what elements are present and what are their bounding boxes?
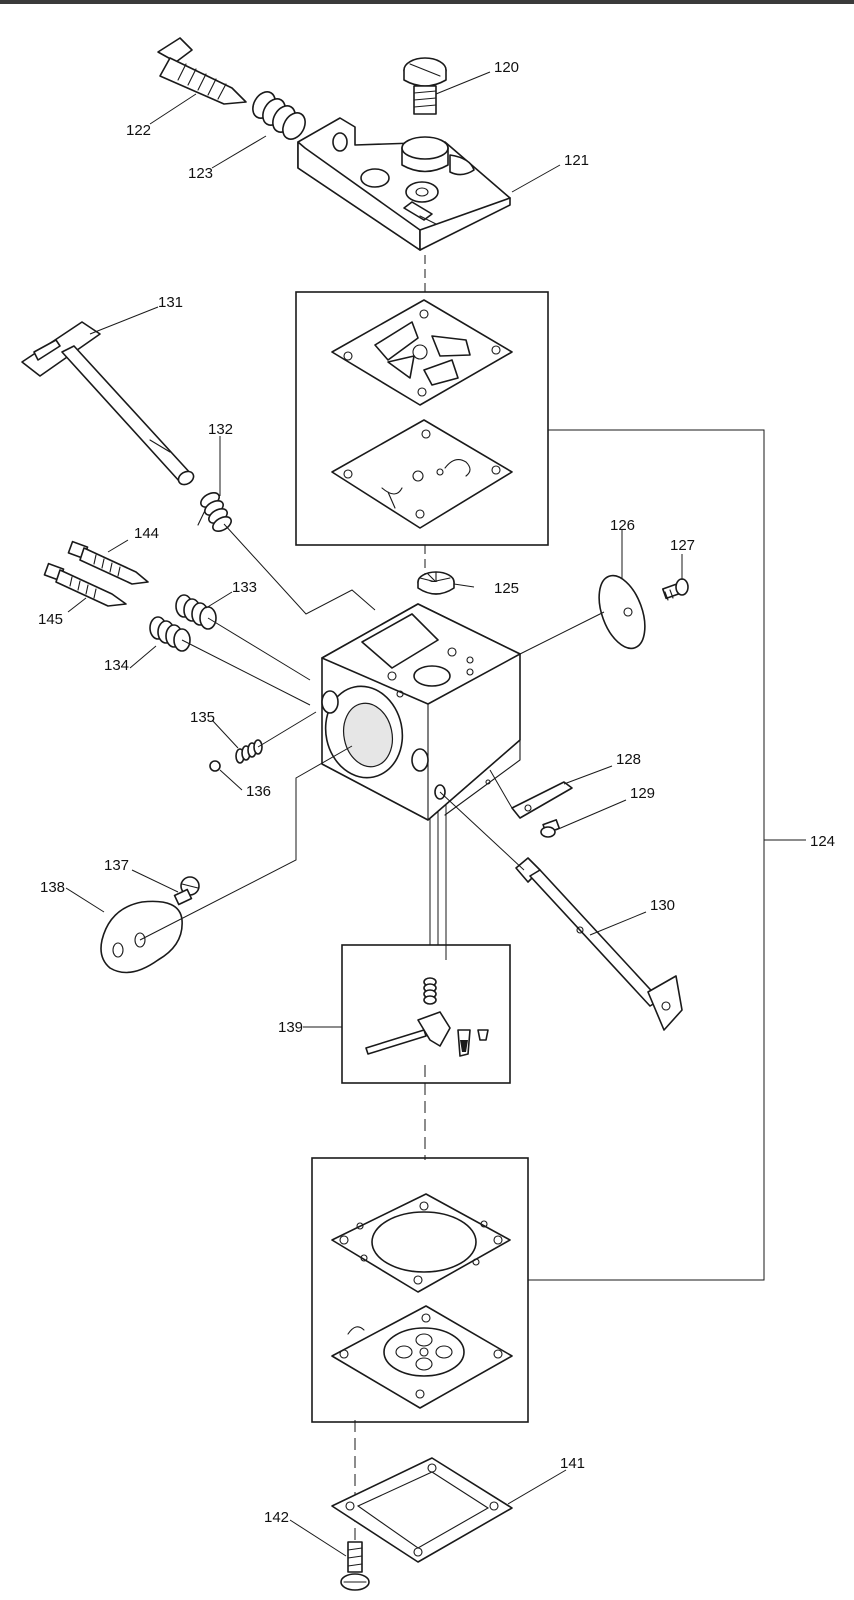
label-141: 141	[560, 1455, 585, 1472]
part-120-screw	[403, 57, 447, 115]
part-130-shaft	[515, 857, 683, 1031]
part-125-screen	[417, 571, 455, 595]
part-124-leader	[528, 429, 806, 1281]
part-122-screw	[157, 37, 247, 105]
top-border	[0, 0, 854, 4]
part-126-plate	[598, 574, 646, 650]
part-144-needle	[67, 540, 149, 585]
needle-valve-kit-box	[341, 944, 511, 1084]
label-127: 127	[670, 537, 695, 554]
part-133-spring	[175, 594, 217, 630]
upper-gasket-diaphragm	[331, 419, 513, 529]
part-138-plate	[100, 900, 183, 974]
part-labels: 120 121 122 123 124 125 126 127 128 129 …	[38, 59, 835, 1526]
label-132: 132	[208, 421, 233, 438]
label-120: 120	[494, 59, 519, 76]
label-133: 133	[232, 579, 257, 596]
part-135-spring	[235, 739, 263, 764]
label-121: 121	[564, 152, 589, 169]
label-126: 126	[610, 517, 635, 534]
part-127-screw	[661, 578, 689, 601]
upper-kit-box	[295, 291, 549, 546]
label-130: 130	[650, 897, 675, 914]
part-136-ball	[209, 760, 221, 772]
label-142: 142	[264, 1509, 289, 1526]
part-142-screw	[340, 1541, 370, 1591]
part-139-inlet-needle-kit	[365, 977, 489, 1057]
part-131-shaft	[21, 321, 195, 486]
part-121-pump-cover	[297, 117, 511, 251]
part-137-screw	[173, 876, 200, 906]
lower-kit-box	[311, 1157, 529, 1423]
assembly-axis-lines	[354, 255, 447, 1560]
label-129: 129	[630, 785, 655, 802]
label-128: 128	[616, 751, 641, 768]
part-129-screw	[540, 819, 561, 838]
label-131: 131	[158, 294, 183, 311]
label-124: 124	[810, 833, 835, 850]
part-134-spring	[149, 616, 191, 652]
part-141-cover	[331, 1457, 513, 1563]
upper-gasket-pump	[331, 299, 513, 406]
label-137: 137	[104, 857, 129, 874]
carburetor-body	[321, 603, 521, 821]
label-138: 138	[40, 879, 65, 896]
label-122: 122	[126, 122, 151, 139]
lower-gasket	[331, 1193, 511, 1293]
label-135: 135	[190, 709, 215, 726]
lower-diaphragm	[331, 1305, 513, 1409]
label-125: 125	[494, 580, 519, 597]
label-136: 136	[246, 783, 271, 800]
label-144: 144	[134, 525, 159, 542]
label-139: 139	[278, 1019, 303, 1036]
label-134: 134	[104, 657, 129, 674]
part-128-lever	[511, 781, 573, 819]
part-145-needle	[43, 562, 127, 607]
label-145: 145	[38, 611, 63, 628]
leader-lines	[65, 71, 683, 1557]
part-132-spring	[197, 491, 232, 533]
part-123-spring	[252, 91, 306, 140]
label-123: 123	[188, 165, 213, 182]
